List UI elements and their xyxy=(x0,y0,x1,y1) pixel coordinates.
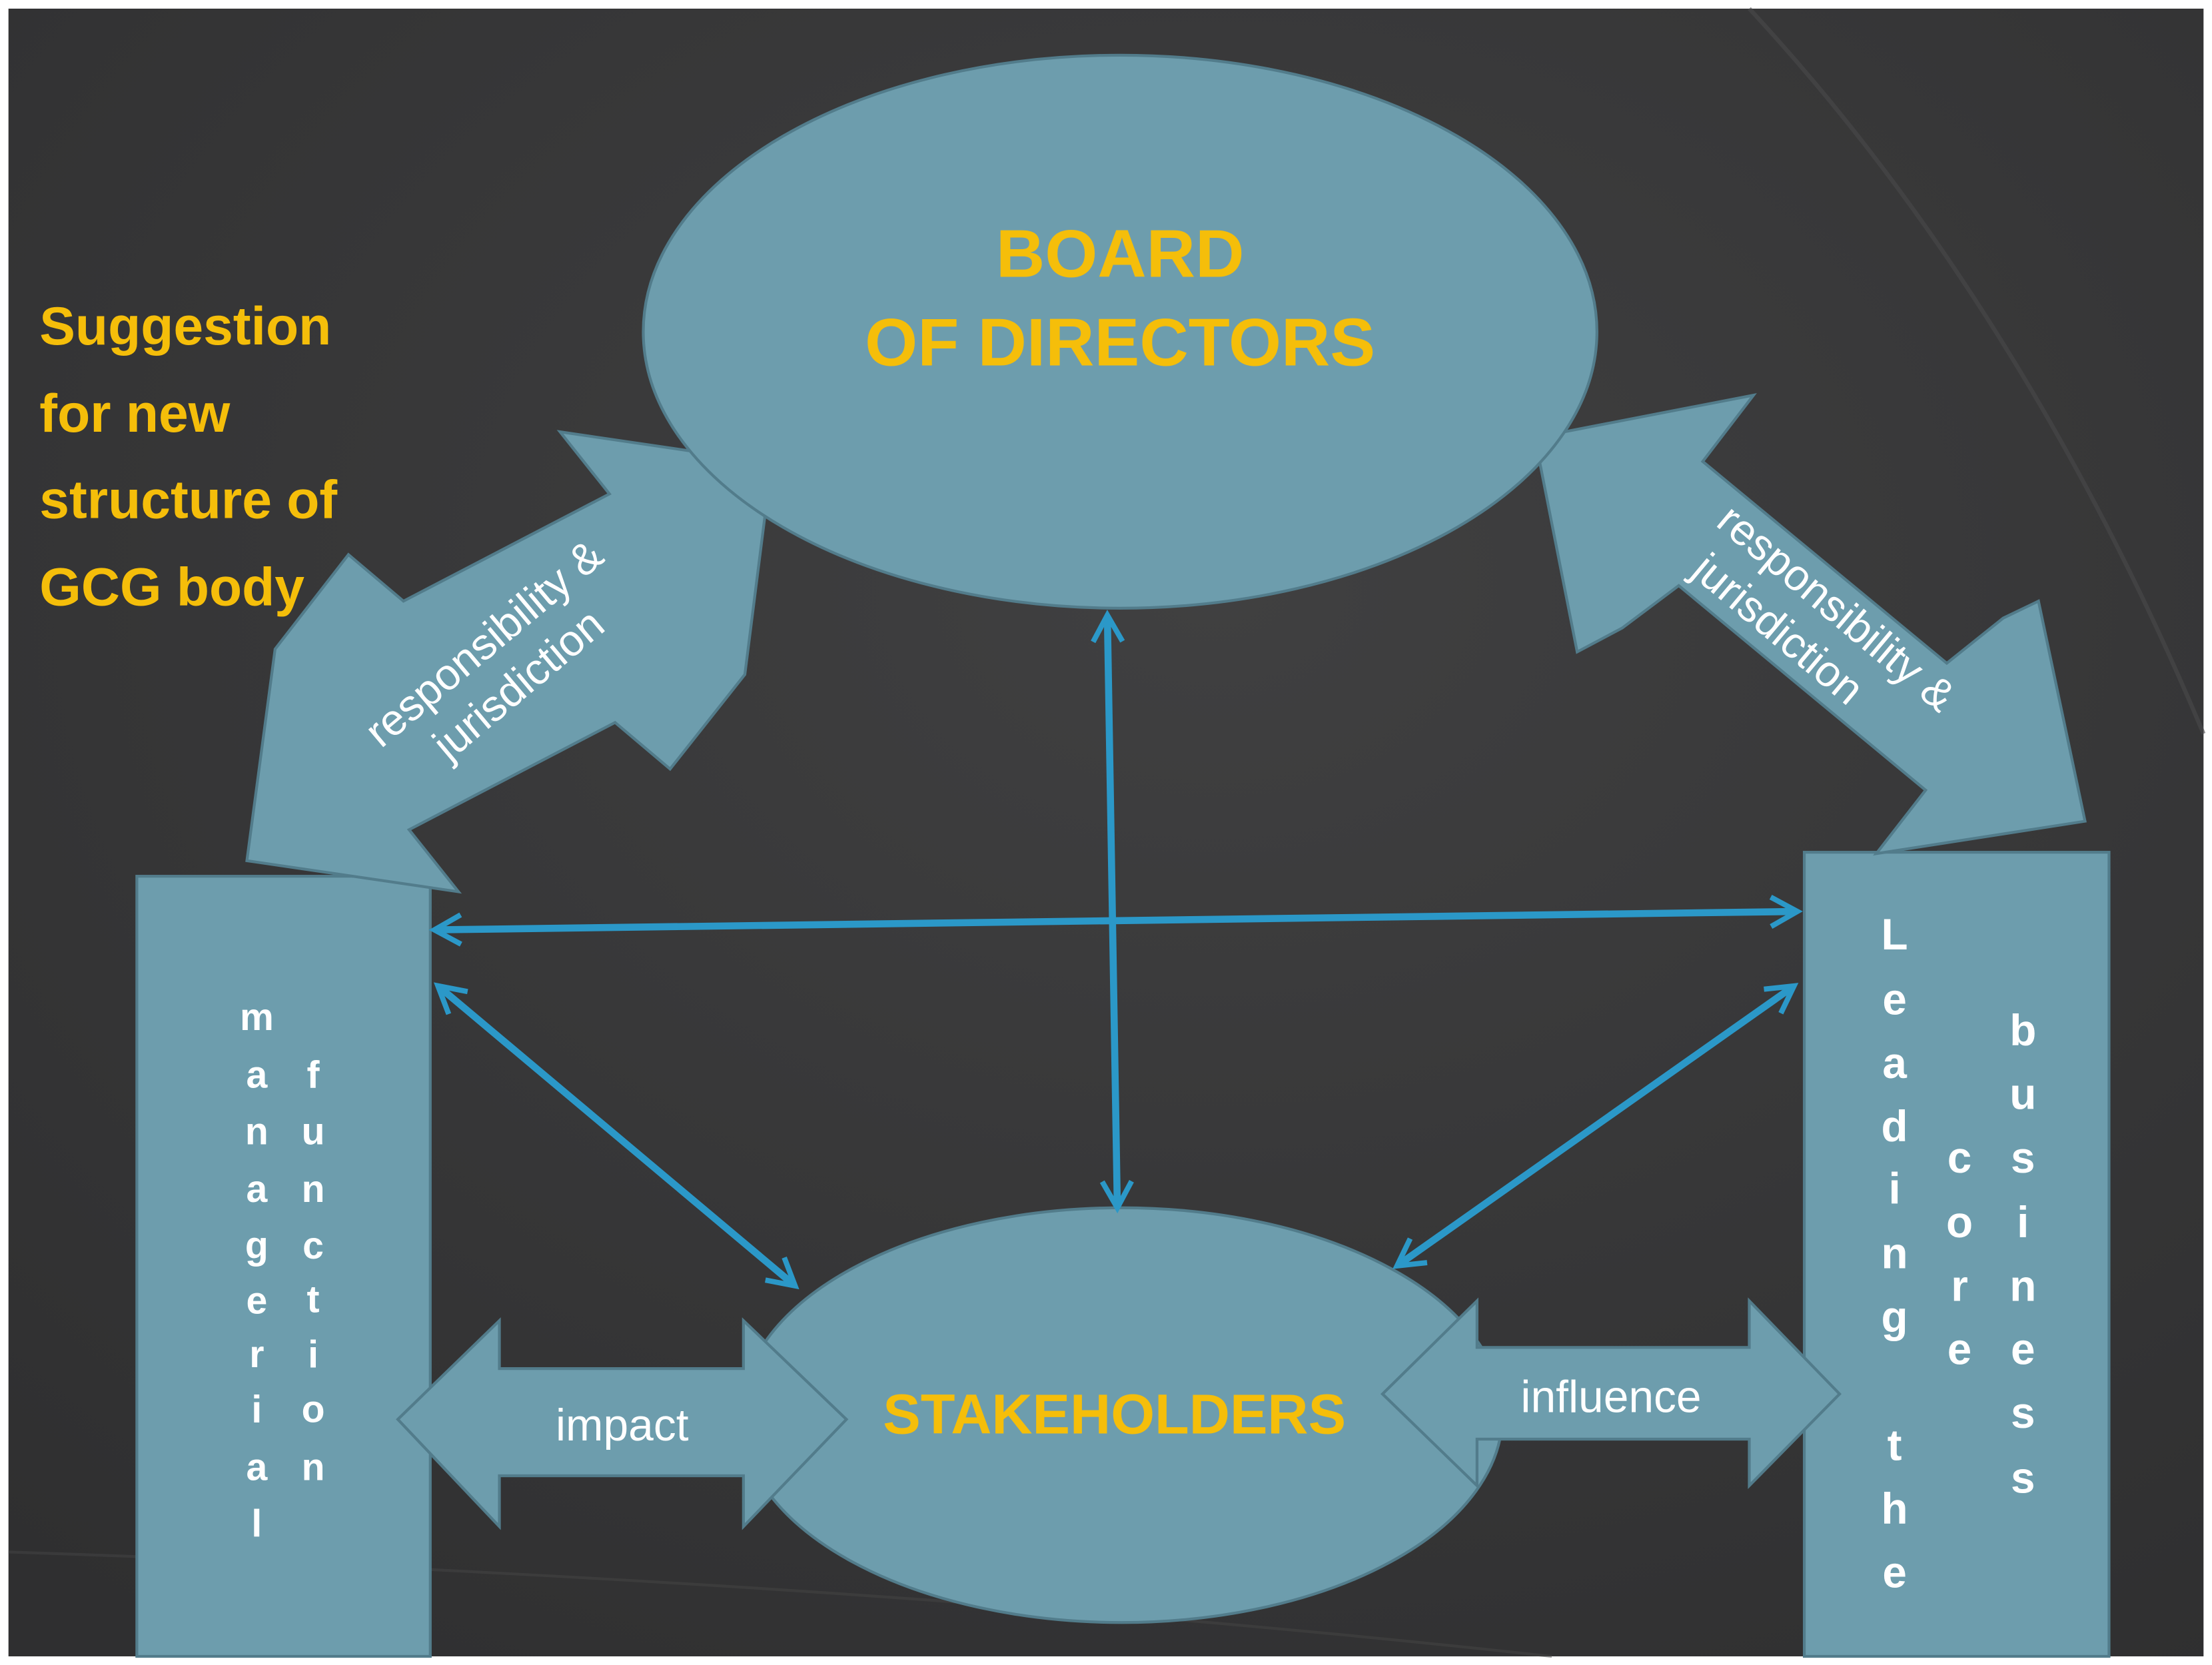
stakeholders-label: STAKEHOLDERS xyxy=(883,1382,1346,1445)
letter: n xyxy=(1882,1229,1908,1278)
board-of-directors-ellipse xyxy=(642,53,1598,610)
letter: t xyxy=(307,1278,320,1321)
letter: o xyxy=(302,1388,325,1431)
letter: i xyxy=(1888,1164,1900,1213)
impact-arrow: impact xyxy=(396,1317,849,1530)
letter: L xyxy=(1882,910,1908,959)
letter: g xyxy=(1882,1293,1908,1341)
letter: a xyxy=(246,1446,268,1488)
letter: n xyxy=(2009,1261,2036,1310)
letter: e xyxy=(1882,975,1907,1024)
managerial-function-box xyxy=(135,875,432,1658)
letter: u xyxy=(302,1110,325,1153)
letter: e xyxy=(1882,1548,1907,1596)
letter: a xyxy=(246,1054,268,1097)
board-label-line-2: OF DIRECTORS xyxy=(865,304,1375,380)
letter: u xyxy=(2009,1070,2036,1119)
connectors xyxy=(428,610,1803,1290)
suggestion-title-line-3: structure of xyxy=(39,470,337,530)
letter: e xyxy=(246,1280,267,1323)
letter: r xyxy=(249,1333,264,1376)
letter: s xyxy=(2011,1453,2035,1502)
letter: c xyxy=(302,1225,324,1267)
letter: e xyxy=(1947,1325,1972,1374)
suggestion-title-line-1: Suggestion xyxy=(39,296,331,356)
leading-core-business-box xyxy=(1802,851,2111,1658)
letter: o xyxy=(1946,1198,1973,1247)
suggestion-title-line-4: GCG body xyxy=(39,558,304,618)
letter: n xyxy=(302,1168,325,1211)
suggestion-title: Suggestion for new structure of GCG body xyxy=(39,296,337,618)
letter: h xyxy=(1882,1484,1908,1533)
letter: s xyxy=(2011,1133,2035,1182)
letter: e xyxy=(2011,1325,2035,1374)
board-label-line-1: BOARD xyxy=(996,215,1245,291)
function-word: f u n c t i o n xyxy=(302,1054,325,1489)
core-word: c o r e xyxy=(1946,1133,1973,1374)
letter: i xyxy=(2017,1198,2029,1247)
background-swoosh xyxy=(1748,7,2206,735)
left-responsibility-arrow: responsibility & jurisdiction xyxy=(245,430,774,894)
letter: g xyxy=(245,1225,269,1267)
letter: d xyxy=(1882,1102,1908,1151)
letter: l xyxy=(251,1502,262,1545)
letter: t xyxy=(1888,1421,1902,1470)
suggestion-title-line-2: for new xyxy=(39,384,230,444)
impact-label: impact xyxy=(556,1400,689,1450)
letter: i xyxy=(308,1333,318,1376)
letter: a xyxy=(1882,1039,1907,1087)
right-diagonal-connector xyxy=(1392,983,1799,1269)
letter: i xyxy=(251,1388,262,1431)
letter: f xyxy=(307,1054,320,1097)
letter: s xyxy=(2011,1388,2035,1437)
influence-label: influence xyxy=(1520,1373,1701,1422)
letter: a xyxy=(246,1168,268,1211)
letter: r xyxy=(1951,1261,1968,1310)
vertical-connector xyxy=(1091,610,1134,1214)
letter: m xyxy=(240,996,274,1039)
letter: n xyxy=(302,1446,325,1488)
letter: c xyxy=(1947,1133,1972,1182)
managerial-word: m a n a g e r i a l xyxy=(240,996,274,1545)
leading-the-word: L e a d i n g t h e xyxy=(1882,910,1908,1596)
letter: b xyxy=(2009,1006,2036,1055)
left-diagonal-connector xyxy=(433,982,800,1290)
letter: n xyxy=(245,1110,269,1153)
influence-arrow: influence xyxy=(1380,1297,1842,1489)
business-word: b u s i n e s s xyxy=(2009,1006,2036,1502)
